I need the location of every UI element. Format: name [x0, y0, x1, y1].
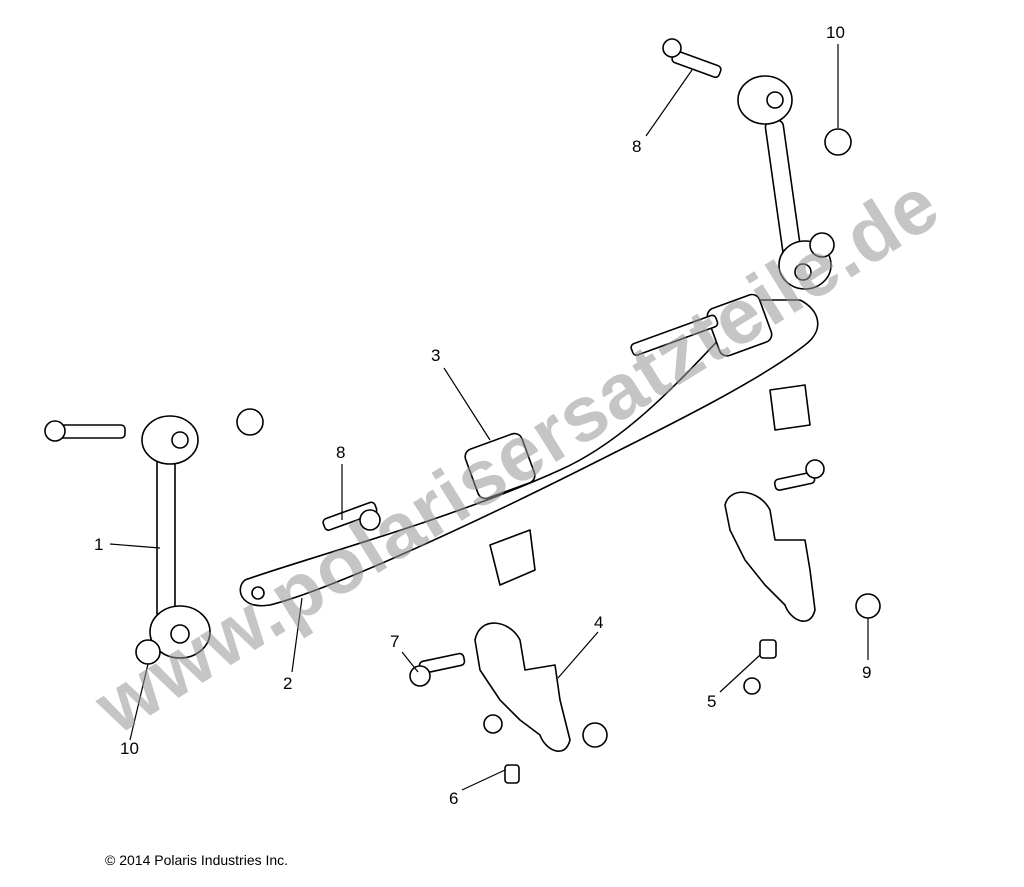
- callout-9: 9: [862, 663, 872, 682]
- bolt-7-head: [409, 665, 431, 687]
- link-left-top-eye: [141, 415, 199, 465]
- callout-10: 10: [120, 739, 139, 758]
- callout-3: 3: [431, 346, 441, 365]
- callout-4: 4: [594, 613, 604, 632]
- callout-7: 7: [390, 632, 400, 651]
- bushing-upper-left: [464, 432, 536, 500]
- bolt-head: [662, 38, 682, 58]
- bolt-head: [44, 420, 66, 442]
- link-right-top-eye: [737, 75, 793, 125]
- bolt-stud: [483, 714, 503, 734]
- callout-1: 1: [94, 535, 104, 554]
- leader-lines: [109, 44, 869, 791]
- bracket-left: [474, 622, 571, 752]
- bolt-head: [359, 509, 381, 531]
- bolt-stud: [743, 677, 761, 695]
- nut-left: [236, 408, 264, 436]
- copyright: © 2014 Polaris Industries Inc.: [105, 852, 289, 868]
- bolt-head: [805, 459, 825, 479]
- nut-right: [809, 232, 835, 258]
- link-right-bottom-hole: [794, 263, 812, 281]
- callout-8: 8: [632, 137, 642, 156]
- bar-eye: [251, 586, 265, 600]
- callout-6: 6: [449, 789, 459, 808]
- bolt-bar: [630, 314, 719, 356]
- callout-8: 8: [336, 443, 346, 462]
- callout-5: 5: [707, 692, 717, 711]
- nut-bracket: [582, 722, 608, 748]
- nut-upper: [824, 128, 852, 156]
- link-left-bottom-hole: [170, 624, 190, 644]
- link-left-rod: [156, 449, 176, 621]
- bushing-lower-left: [489, 529, 536, 586]
- bolt-center: [322, 501, 378, 531]
- bushing-upper-right: [706, 293, 773, 357]
- bushing-lower-right: [769, 384, 811, 431]
- nut-9: [855, 593, 881, 619]
- link-left-top-hole: [171, 431, 189, 449]
- link-right-top-hole: [766, 91, 784, 109]
- grease-fitting-5: [759, 639, 777, 659]
- grease-fitting-6: [504, 764, 520, 784]
- bracket-right: [724, 491, 816, 622]
- callout-10: 10: [826, 23, 845, 42]
- callout-2: 2: [283, 674, 293, 693]
